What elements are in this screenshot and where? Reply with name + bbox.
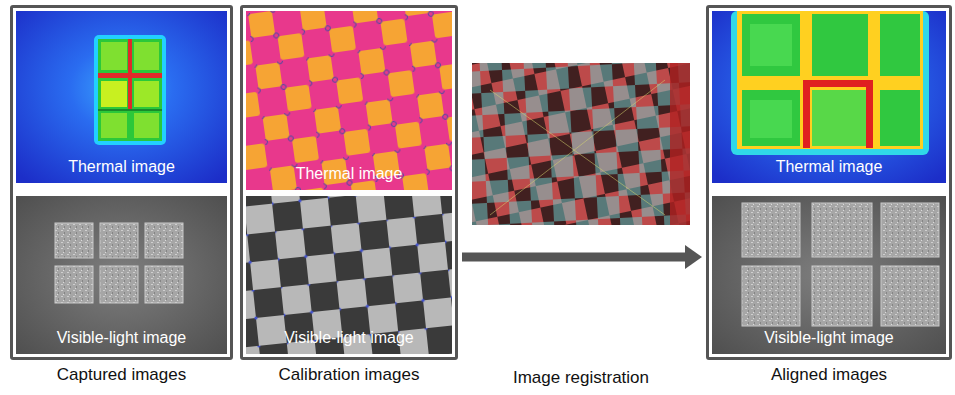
aligned-thermal-image-part xyxy=(737,11,923,149)
aligned-thermal-image-part xyxy=(812,14,868,76)
image-label: Visible-light image xyxy=(284,328,414,347)
image-frame: Aligned imagesThermal imageVisible-light… xyxy=(706,5,952,360)
captured-visible-image-part xyxy=(16,196,227,354)
captured-thermal-image-part xyxy=(101,81,127,107)
captured-visible-image-part xyxy=(55,223,93,258)
image-label: Visible-light image xyxy=(764,328,894,347)
image-panel: Visible-light image xyxy=(246,196,452,354)
registration-overlay-part xyxy=(490,80,665,215)
column-caption: Aligned images xyxy=(709,365,949,385)
calibration-visible-image-part xyxy=(246,196,452,354)
registration-overlay-part xyxy=(472,63,690,225)
column-caption: Captured images xyxy=(13,365,230,385)
image-frame: Captured imagesThermal imageVisible-ligh… xyxy=(10,5,233,360)
image-panel: Thermal image xyxy=(712,11,946,183)
aligned-visible-image-part xyxy=(742,203,800,257)
aligned-thermal-image-part xyxy=(712,11,946,183)
calibration-thermal-image-part xyxy=(246,11,452,190)
captured-thermal-image-part xyxy=(94,35,166,145)
registration-overlay-part xyxy=(472,63,690,225)
column-caption: Calibration images xyxy=(243,365,455,385)
aligned-thermal-image-part xyxy=(803,80,873,87)
registration-overlay-part xyxy=(472,63,690,225)
image-panel: Thermal image xyxy=(16,11,227,183)
flow-arrow xyxy=(462,245,702,269)
captured-thermal-image-part xyxy=(98,109,162,111)
captured-thermal-image-part xyxy=(134,42,159,70)
image-frame: Calibration imagesThermal imageVisible-l… xyxy=(240,5,458,360)
image-label: Thermal image xyxy=(776,157,883,176)
registration-overlay-part xyxy=(490,90,665,215)
captured-visible-image-part xyxy=(55,266,93,303)
captured-thermal-image-part xyxy=(134,113,159,138)
captured-thermal-image-part xyxy=(101,42,127,70)
image-panel: Thermal image xyxy=(246,11,452,190)
aligned-thermal-image xyxy=(712,11,946,183)
captured-thermal-image-part xyxy=(101,113,127,138)
captured-thermal-image-part xyxy=(16,11,227,183)
aligned-thermal-image-part xyxy=(880,90,920,146)
captured-visible-image-part xyxy=(100,266,138,303)
aligned-visible-image-part xyxy=(712,196,946,354)
aligned-visible-image xyxy=(712,196,946,354)
captured-thermal-image-part xyxy=(98,73,162,78)
image-label: Thermal image xyxy=(68,157,175,176)
aligned-thermal-image-part xyxy=(750,24,792,66)
registration-overlay xyxy=(472,63,690,225)
captured-thermal-image xyxy=(16,11,227,183)
captured-visible-image-part xyxy=(145,266,183,303)
captured-thermal-image-part xyxy=(98,39,162,141)
aligned-thermal-image-part xyxy=(812,90,868,146)
aligned-thermal-image-part xyxy=(866,80,873,148)
captured-visible-image xyxy=(16,196,227,354)
captured-visible-image-part xyxy=(145,223,183,258)
aligned-visible-image-part xyxy=(742,266,800,326)
registration-overlay-part xyxy=(670,63,690,225)
image-label: Thermal image xyxy=(296,164,403,183)
captured-thermal-image-part xyxy=(134,81,159,107)
calibration-thermal-image xyxy=(246,11,452,190)
aligned-visible-image-part xyxy=(812,203,872,257)
flow-arrow-part xyxy=(685,245,702,269)
image-label: Visible-light image xyxy=(57,328,187,347)
aligned-thermal-image-part xyxy=(731,11,929,155)
aligned-thermal-image-part xyxy=(750,100,792,138)
image-panel: Visible-light image xyxy=(16,196,227,354)
step-caption: Image registration xyxy=(472,368,690,388)
calibration-visible-image xyxy=(246,196,452,354)
aligned-thermal-image-part xyxy=(880,14,920,76)
aligned-visible-image-part xyxy=(881,203,939,257)
aligned-thermal-image-part xyxy=(742,90,800,146)
aligned-thermal-image-part xyxy=(803,80,810,148)
flow-arrow-part xyxy=(462,253,688,262)
image-panel: Visible-light image xyxy=(712,196,946,354)
aligned-visible-image-part xyxy=(881,266,939,326)
aligned-thermal-image-part xyxy=(742,14,800,76)
registration-overlay-part xyxy=(472,63,690,225)
aligned-visible-image-part xyxy=(812,266,872,326)
captured-visible-image-part xyxy=(100,223,138,258)
